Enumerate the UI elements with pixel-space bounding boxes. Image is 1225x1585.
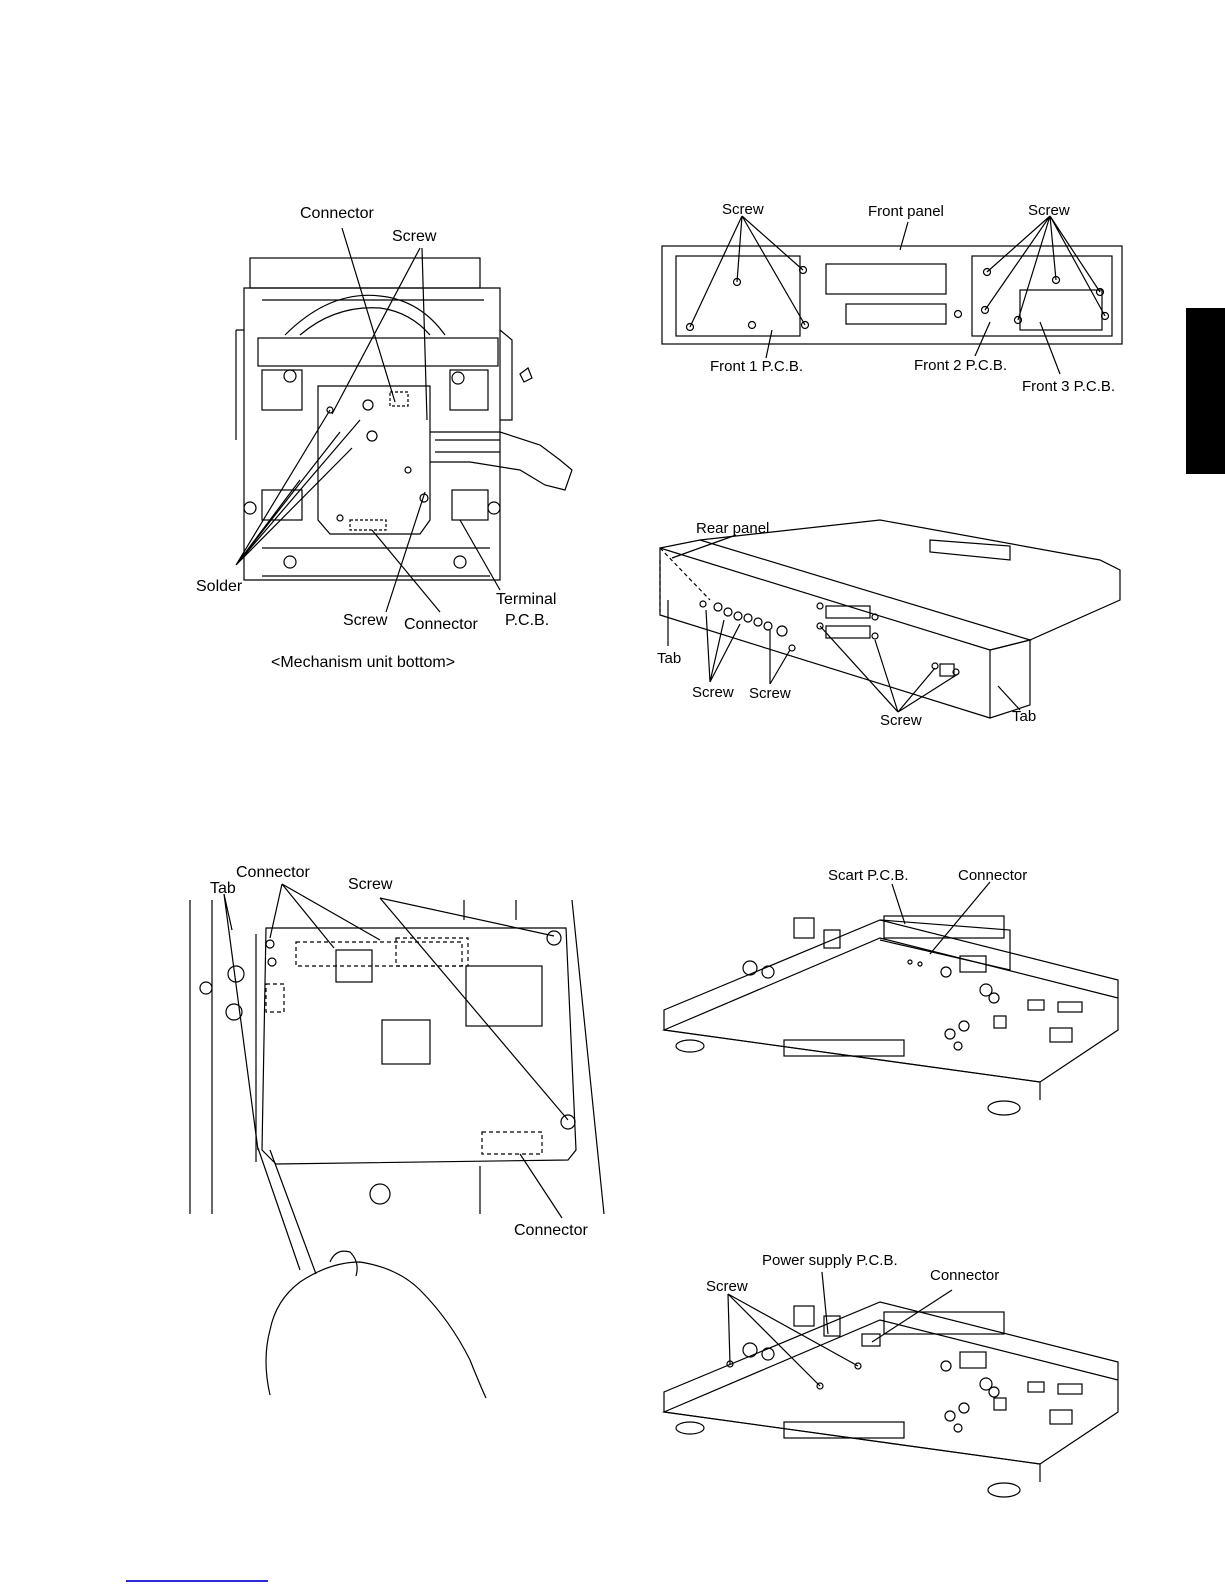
fig5-connector-label: Connector [958, 867, 1027, 885]
bottom-rule [126, 1580, 268, 1582]
fig3-screw-a-label: Screw [692, 684, 734, 702]
fig2-front3-label: Front 3 P.C.B. [1022, 378, 1115, 396]
fig1-solder-label: Solder [196, 578, 242, 596]
fig3-screw-c-label: Screw [880, 712, 922, 730]
mechanism-unit-drawing [236, 228, 572, 612]
fig2-screw-left-label: Screw [722, 201, 764, 219]
fig2-front-panel-label: Front panel [868, 203, 944, 221]
fig4-connector-top-label: Connector [236, 864, 310, 882]
fig2-front2-label: Front 2 P.C.B. [914, 357, 1007, 375]
fig1-connector-bottom-label: Connector [404, 616, 478, 634]
fig4-tab-label: Tab [210, 880, 236, 898]
fig4-connector-bottom-label: Connector [514, 1222, 588, 1240]
front-panel-drawing [662, 216, 1122, 374]
fig6-power-label: Power supply P.C.B. [762, 1252, 898, 1270]
fig2-front1-label: Front 1 P.C.B. [710, 358, 803, 376]
fig1-terminal-label: Terminal [496, 591, 556, 609]
board-removal-drawing [190, 884, 604, 1398]
fig2-screw-right-label: Screw [1028, 202, 1070, 220]
fig4-screw-label: Screw [348, 876, 392, 894]
scart-pcb-drawing [664, 882, 1118, 1115]
fig3-rear-panel-label: Rear panel [696, 520, 769, 538]
fig1-screw-bottom-label: Screw [343, 612, 387, 630]
section-edge-tab [1186, 308, 1225, 474]
fig3-screw-b-label: Screw [749, 685, 791, 703]
fig1-caption: <Mechanism unit bottom> [271, 654, 455, 672]
fig6-connector-label: Connector [930, 1267, 999, 1285]
fig6-screw-label: Screw [706, 1278, 748, 1296]
power-supply-pcb-drawing [664, 1272, 1118, 1497]
fig1-pcb-label: P.C.B. [505, 612, 549, 630]
fig1-screw-label: Screw [392, 228, 436, 246]
fig3-tab-right-label: Tab [1012, 708, 1036, 726]
fig1-connector-label: Connector [300, 205, 374, 223]
fig3-tab-left-label: Tab [657, 650, 681, 668]
fig5-scart-label: Scart P.C.B. [828, 867, 909, 885]
